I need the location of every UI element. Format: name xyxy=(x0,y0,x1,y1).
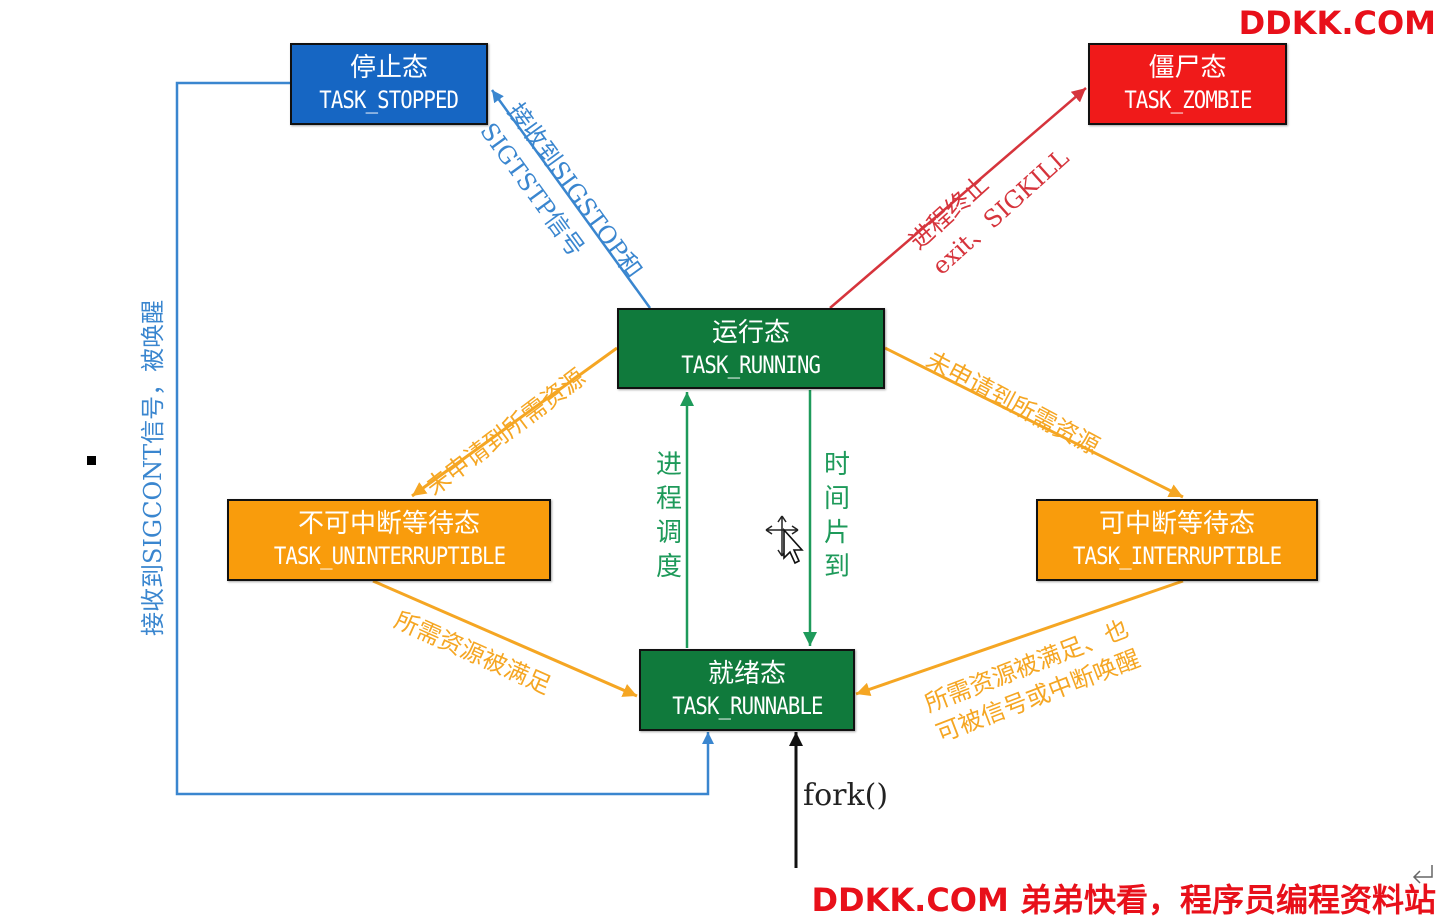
state-interruptible: 可中断等待态 TASK_INTERRUPTIBLE xyxy=(1036,499,1318,581)
label-fork: fork() xyxy=(803,778,889,813)
return-symbol-icon xyxy=(1412,865,1433,884)
state-uninterruptible-en: TASK_UNINTERRUPTIBLE xyxy=(273,542,505,570)
state-running: 运行态 TASK_RUNNING xyxy=(617,308,885,389)
label-timeslice-char: 到 xyxy=(823,552,850,582)
state-stopped-en: TASK_STOPPED xyxy=(319,86,460,114)
state-interruptible-zh: 可中断等待态 xyxy=(1098,509,1255,539)
state-running-zh: 运行态 xyxy=(711,317,790,348)
label-schedule-char: 调 xyxy=(655,518,682,548)
mouse-cursor-icon xyxy=(765,515,804,565)
label-schedule: 进 程 调 度 xyxy=(654,448,684,584)
label-schedule-char: 程 xyxy=(655,484,682,514)
label-schedule-char: 进 xyxy=(655,450,682,480)
arrow-running-to-interruptible xyxy=(884,346,1184,499)
arrow-running-to-uninterruptible xyxy=(411,346,618,498)
state-uninterruptible-zh: 不可中断等待态 xyxy=(297,509,480,539)
state-running-en: TASK_RUNNING xyxy=(681,350,822,379)
state-interruptible-en: TASK_INTERRUPTIBLE xyxy=(1072,542,1282,570)
watermark-top: DDKK.COM xyxy=(1238,4,1436,42)
state-stopped: 停止态 TASK_STOPPED xyxy=(290,43,488,125)
watermark-bottom: DDKK.COM 弟弟快看，程序员编程资料站 xyxy=(811,881,1436,919)
state-stopped-zh: 停止态 xyxy=(349,53,428,83)
label-sigcont: 接收到SIGCONT信号，被唤醒 xyxy=(139,299,167,636)
state-zombie: 僵尸态 TASK_ZOMBIE xyxy=(1088,43,1287,125)
state-runnable-zh: 就绪态 xyxy=(707,659,786,689)
arrow-uninterruptible-to-runnable xyxy=(372,579,638,698)
bullet-marker xyxy=(87,456,96,465)
arrow-running-to-zombie xyxy=(829,87,1087,309)
state-uninterruptible: 不可中断等待态 TASK_UNINTERRUPTIBLE xyxy=(227,499,551,581)
state-zombie-zh: 僵尸态 xyxy=(1148,53,1227,83)
state-zombie-en: TASK_ZOMBIE xyxy=(1123,86,1252,114)
label-timeslice-char: 间 xyxy=(823,484,850,514)
state-runnable-en: TASK_RUNNABLE xyxy=(671,692,823,720)
label-timeslice: 时 间 片 到 xyxy=(822,448,852,584)
arrow-interruptible-to-runnable xyxy=(855,579,1184,697)
label-schedule-char: 度 xyxy=(655,552,682,582)
label-timeslice-char: 片 xyxy=(823,518,850,548)
state-runnable: 就绪态 TASK_RUNNABLE xyxy=(639,649,855,731)
label-timeslice-char: 时 xyxy=(823,450,850,480)
arrow-stopped-to-runnable xyxy=(175,81,714,796)
arrow-running-to-stopped xyxy=(490,89,652,309)
